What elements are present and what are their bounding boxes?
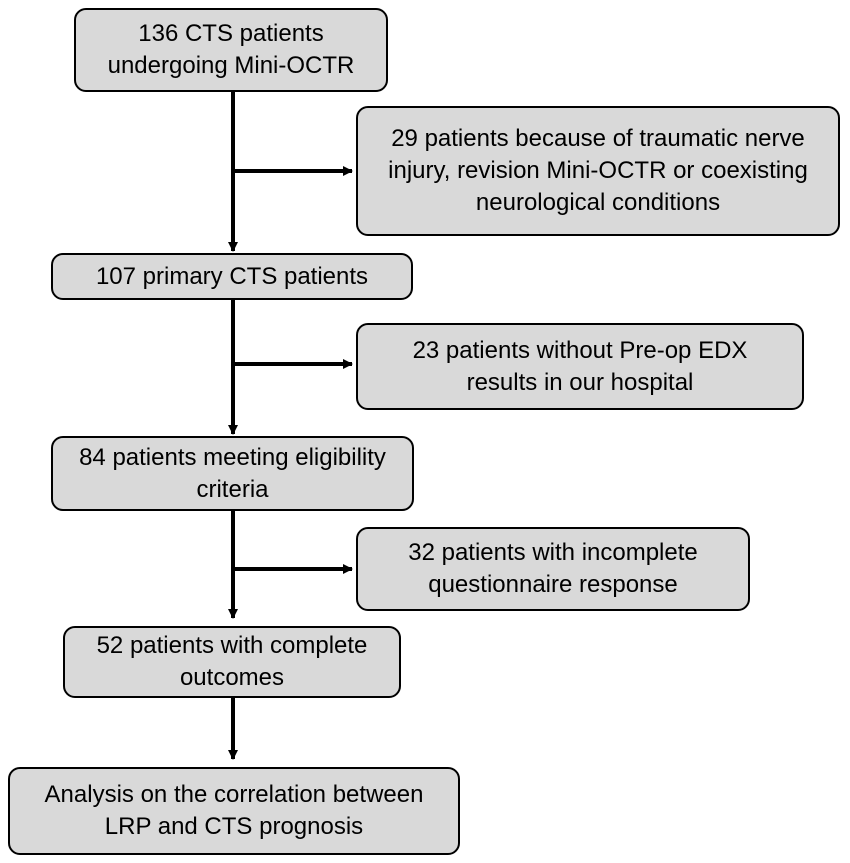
exclusion-box-no-edx: 23 patients without Pre-op EDX results i… xyxy=(356,323,804,410)
step-box-initial-cohort: 136 CTS patients undergoing Mini-OCTR xyxy=(74,8,388,92)
step-text-primary-cts: 107 primary CTS patients xyxy=(95,262,369,290)
exclusion-text-incomplete: 32 patients with incomplete questionnair… xyxy=(408,539,698,598)
step-box-analysis: Analysis on the correlation between LRP … xyxy=(8,767,460,855)
step-box-primary-cts: 107 primary CTS patients xyxy=(51,253,413,300)
step-box-complete-outcomes: 52 patients with complete outcomes xyxy=(63,626,401,698)
step-box-eligible: 84 patients meeting eligibility criteria xyxy=(51,436,414,511)
step-text-complete-outcomes: 52 patients with complete outcomes xyxy=(96,632,368,691)
exclusion-box-traumatic: 29 patients because of traumatic nerve i… xyxy=(356,106,840,236)
step-text-initial-cohort: 136 CTS patients undergoing Mini-OCTR xyxy=(107,20,355,79)
step-text-analysis: Analysis on the correlation between LRP … xyxy=(44,781,424,840)
exclusion-text-no-edx: 23 patients without Pre-op EDX results i… xyxy=(412,336,748,396)
exclusion-box-incomplete: 32 patients with incomplete questionnair… xyxy=(356,527,750,611)
exclusion-text-traumatic: 29 patients because of traumatic nerve i… xyxy=(388,125,808,216)
step-text-eligible: 84 patients meeting eligibility criteria xyxy=(79,443,386,503)
